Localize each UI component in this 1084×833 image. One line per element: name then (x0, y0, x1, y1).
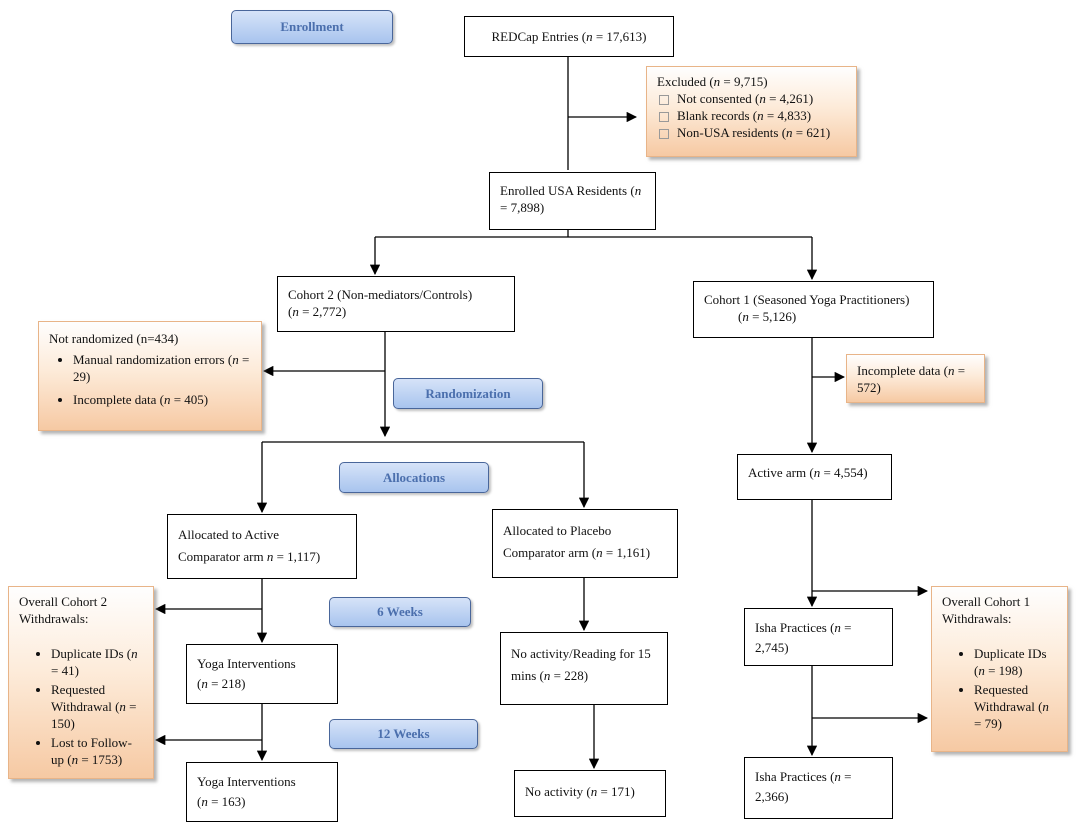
isha-practices-12wk-box: Isha Practices (n = 2,366) (744, 757, 893, 819)
cohort2-box: Cohort 2 (Non-mediators/Controls)(n = 2,… (277, 276, 515, 332)
cohort1-withdrawals-box: Overall Cohort 1 Withdrawals: Duplicate … (931, 586, 1068, 752)
not-randomized-item: Incomplete data (n = 405) (73, 391, 251, 408)
withdrawal-item: Requested Withdrawal (n = 79) (974, 681, 1057, 732)
withdrawal-item: Requested Withdrawal (n = 150) (51, 681, 143, 732)
yoga-interventions-6wk-box: Yoga Interventions(n = 218) (186, 644, 338, 704)
yoga-interventions-12wk-box: Yoga Interventions(n = 163) (186, 762, 338, 822)
no-activity-reading-box: No activity/Reading for 15 mins (n = 228… (500, 632, 668, 705)
stage-6-weeks: 6 Weeks (329, 597, 471, 627)
excluded-item: Non-USA residents (n = 621) (657, 124, 846, 141)
cohort1-box: Cohort 1 (Seasoned Yoga Practitioners)(n… (693, 281, 934, 338)
excluded-box: Excluded (n = 9,715) Not consented (n = … (646, 66, 857, 157)
stage-randomization: Randomization (393, 378, 543, 409)
not-randomized-item: Manual randomization errors (n = 29) (73, 351, 251, 385)
no-activity-box: No activity (n = 171) (514, 770, 666, 817)
incomplete-data-box: Incomplete data (n = 572) (846, 354, 985, 403)
withdrawal-item: Duplicate IDs (n = 41) (51, 645, 143, 679)
excluded-item: Blank records (n = 4,833) (657, 107, 846, 124)
stage-12-weeks: 12 Weeks (329, 719, 478, 749)
stage-allocations: Allocations (339, 462, 489, 493)
excluded-title: Excluded (n = 9,715) (657, 74, 768, 89)
not-randomized-box: Not randomized (n=434) Manual randomizat… (38, 321, 262, 431)
redcap-entries-box: REDCap Entries (n = 17,613) (464, 16, 674, 57)
withdrawal-item: Lost to Follow-up (n = 1753) (51, 734, 143, 768)
stage-enrollment: Enrollment (231, 10, 393, 44)
active-arm-box: Active arm (n = 4,554) (737, 454, 892, 500)
isha-practices-6wk-box: Isha Practices (n = 2,745) (744, 608, 893, 666)
excluded-item: Not consented (n = 4,261) (657, 90, 846, 107)
enrolled-box: Enrolled USA Residents (n = 7,898) (489, 172, 656, 230)
withdrawal-item: Duplicate IDs (n = 198) (974, 645, 1057, 679)
cohort2-withdrawals-box: Overall Cohort 2 Withdrawals: Duplicate … (8, 586, 154, 779)
